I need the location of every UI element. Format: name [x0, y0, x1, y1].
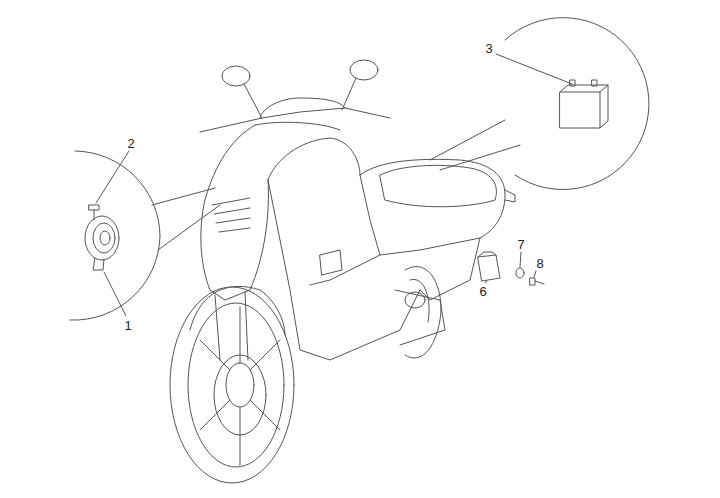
- detail-leader: [158, 205, 220, 250]
- detail-circle: [505, 18, 649, 190]
- callout-number: 3: [484, 41, 493, 56]
- screw: [89, 205, 99, 220]
- relay: [478, 252, 500, 281]
- callout-number: 7: [516, 237, 525, 252]
- callout-number: 1: [123, 318, 132, 333]
- callout-number: 8: [535, 256, 544, 271]
- leader-lines: [96, 54, 572, 316]
- screw: [530, 278, 544, 285]
- horn: [85, 216, 119, 270]
- scooter: [170, 60, 515, 483]
- washer: [516, 268, 524, 278]
- callout-number: 2: [126, 136, 135, 151]
- detail-leader: [430, 120, 505, 160]
- battery: [560, 80, 608, 128]
- callout-number: 6: [478, 284, 487, 299]
- detail-circle: [70, 151, 160, 320]
